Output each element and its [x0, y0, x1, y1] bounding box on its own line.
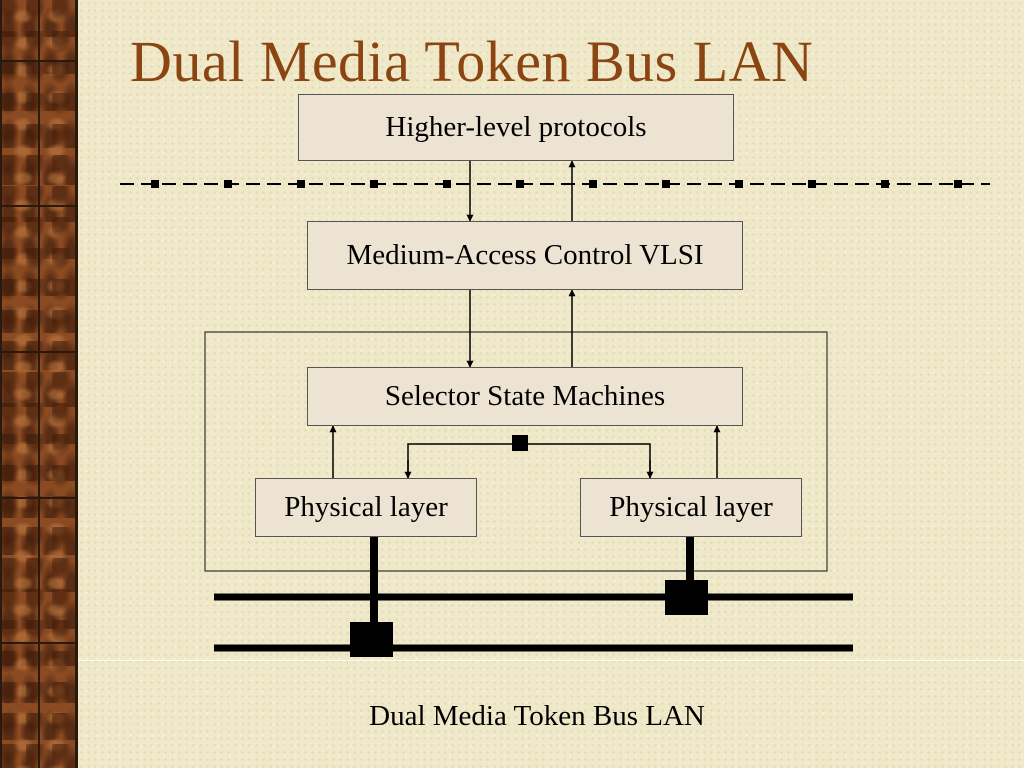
- box-medium-access-control: Medium-Access Control VLSI: [307, 221, 743, 290]
- box-selector-state-machines: Selector State Machines: [307, 367, 743, 426]
- splitter-lines: [407, 443, 651, 478]
- splitter-node: [512, 435, 528, 451]
- box-physical-layer-right: Physical layer: [580, 478, 802, 537]
- bus-tap-right: [665, 580, 708, 615]
- decorative-side-strip: [0, 0, 78, 768]
- separator-dots: [151, 180, 962, 188]
- bus-tap-left: [350, 622, 393, 657]
- slide-footer: Dual Media Token Bus LAN: [369, 700, 705, 732]
- box-higher-level-protocols: Higher-level protocols: [298, 94, 734, 161]
- box-physical-layer-left: Physical layer: [255, 478, 477, 537]
- slide-title: Dual Media Token Bus LAN: [130, 29, 814, 94]
- footer-divider: [78, 660, 1024, 661]
- station-enclosure: [204, 331, 828, 572]
